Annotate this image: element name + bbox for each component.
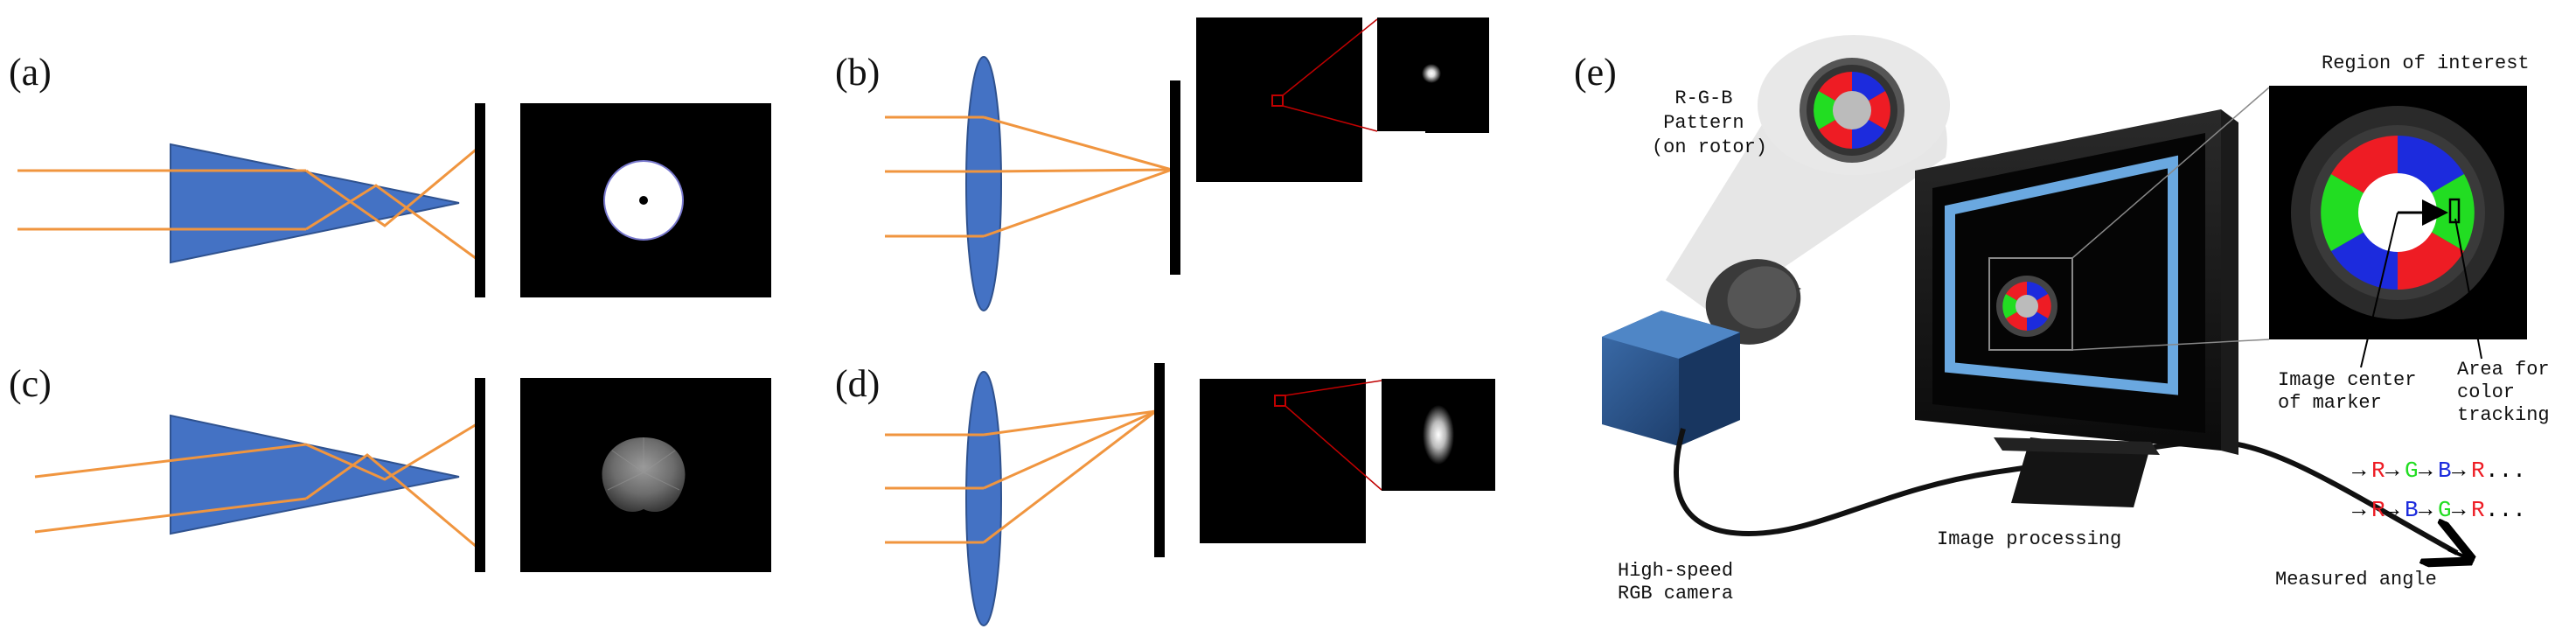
svg-text:→: → (2419, 458, 2433, 484)
screen-c (475, 378, 485, 572)
svg-text:...: ... (2485, 497, 2526, 523)
beams-c (34, 423, 477, 549)
sequence-cw: → R → G → B → R ... (2352, 458, 2526, 484)
lens-d (965, 371, 1002, 626)
svg-text:R: R (2471, 497, 2485, 523)
heart-spot-c (602, 437, 686, 513)
prism-a (170, 143, 460, 264)
monitor (1915, 109, 2238, 507)
focal-spot-b (1422, 64, 1441, 83)
camera-label-line1: High-speed (1618, 560, 1733, 582)
panel-a: (a) (9, 51, 771, 297)
panel-d: (d) (835, 362, 1495, 626)
zoom-box-b (1271, 94, 1284, 107)
panel-label-c: (c) (9, 362, 52, 405)
svg-text:G: G (2405, 458, 2419, 484)
screen-d (1154, 363, 1165, 557)
panel-e: (e) R-G-B Pattern (on rotor) (1574, 35, 2561, 605)
panel-label-e: (e) (1574, 51, 1617, 94)
focal-spot-d (1423, 405, 1454, 465)
rgb-pattern-rotor (1800, 58, 1904, 163)
image-center-label-line2: of marker (2278, 392, 2382, 414)
panel-label-b: (b) (835, 51, 880, 94)
zoom-box-d (1274, 395, 1286, 407)
svg-text:→: → (2385, 497, 2399, 523)
svg-text:Area for color tra: Area for color tracking (2457, 359, 2561, 426)
image-processing-label: Image processing (1937, 528, 2121, 550)
svg-text:R: R (2371, 497, 2385, 523)
svg-text:...: ... (2485, 458, 2526, 484)
camera-cable (1674, 428, 2459, 556)
area-tracking-label-line3: tracking (2457, 404, 2550, 426)
svg-text:B: B (2405, 497, 2419, 523)
image-center-label-line1: Image center (2278, 369, 2416, 391)
svg-text:R: R (2471, 458, 2485, 484)
svg-text:→: → (2352, 497, 2366, 523)
rgb-pattern-label-line2: Pattern (1663, 112, 1744, 134)
rgb-pattern-label-line3: (on rotor) (1652, 136, 1767, 158)
panel-label-a: (a) (9, 51, 52, 94)
svg-text:R: R (2371, 458, 2385, 484)
screen-a (475, 103, 485, 297)
measured-angle-label: Measured angle (2275, 569, 2437, 591)
svg-text:→: → (2352, 458, 2366, 484)
sequence-ccw: → R → B → G → R ... (2352, 497, 2526, 523)
svg-text:R-G-B Pattern (on: R-G-B Pattern (on rotor) (1652, 87, 1767, 158)
svg-text:→: → (2385, 458, 2399, 484)
svg-text:G: G (2438, 497, 2452, 523)
camera (1602, 259, 1801, 446)
panel-label-d: (d) (835, 362, 880, 405)
region-of-interest-label: Region of interest (2322, 52, 2530, 74)
beams-b (885, 115, 1173, 238)
lens-b (965, 56, 1002, 311)
svg-text:Image center of marker: Image center of marker (2278, 369, 2428, 414)
svg-text:→: → (2419, 497, 2433, 523)
beams-d (885, 409, 1157, 544)
prism-c (170, 414, 460, 535)
svg-text:High-speed RGB camera: High-speed RGB camera (1618, 560, 1744, 605)
svg-text:→: → (2452, 497, 2466, 523)
panel-b: (b) (835, 17, 1489, 311)
image-d (1200, 379, 1366, 543)
screen-b (1170, 80, 1180, 275)
rgb-pattern-label-line1: R-G-B (1674, 87, 1732, 109)
beams-a (17, 145, 480, 262)
area-tracking-label-line1: Area for (2457, 359, 2550, 381)
camera-label-line2: RGB camera (1618, 583, 1733, 605)
panel-c: (c) (9, 362, 771, 572)
area-tracking-label-line2: color (2457, 381, 2515, 403)
svg-text:B: B (2438, 458, 2452, 484)
center-dot-a (639, 196, 648, 205)
svg-text:→: → (2452, 458, 2466, 484)
image-b (1196, 17, 1362, 182)
